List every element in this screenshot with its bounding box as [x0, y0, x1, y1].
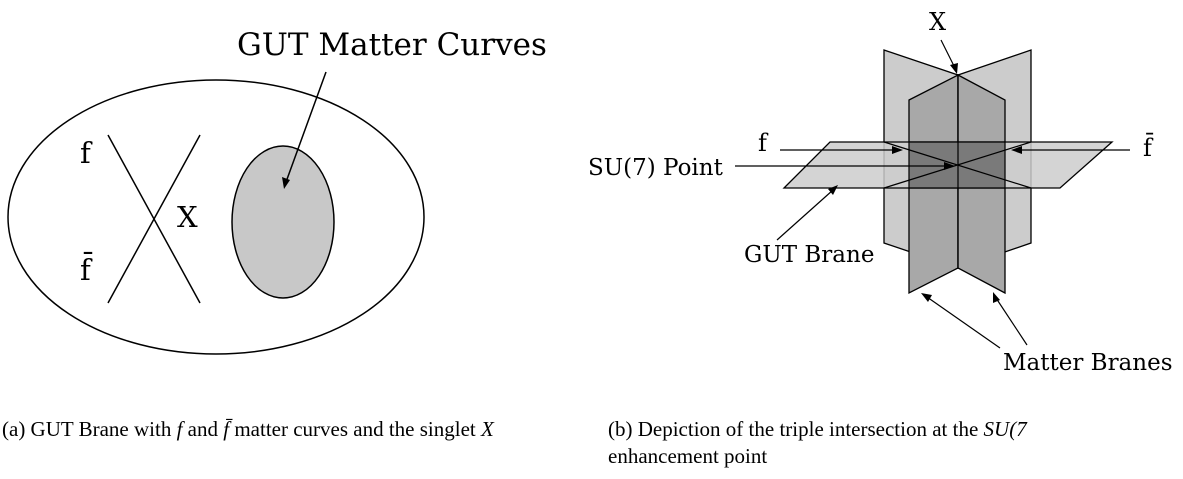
caption-a-and: and — [182, 417, 224, 441]
title-pointer-line — [285, 71, 327, 183]
matter-arrowhead-1 — [921, 293, 932, 302]
f-arrowhead — [892, 146, 903, 154]
caption-a-suffix: matter curves and the singlet — [229, 417, 481, 441]
matter-pointer-2 — [995, 297, 1028, 346]
figure-b-diagram: X f f̄ SU(7) Point GUT Brane Matter Bran… — [588, 8, 1173, 376]
matter-curve-line-2 — [107, 134, 201, 304]
x-arrow-line — [940, 39, 956, 69]
label-su7-point: SU(7) Point — [588, 155, 724, 181]
label-fbar: f̄ — [80, 251, 93, 287]
matter-curves-blob — [231, 145, 335, 299]
x-arrowhead — [950, 63, 958, 74]
label-x-b: X — [929, 8, 946, 36]
caption-b-math-su7: SU(7 — [983, 417, 1027, 441]
caption-b: (b) Depiction of the triple intersection… — [608, 416, 1183, 470]
gut-brane-pointer — [776, 189, 834, 241]
matter-pointer-1 — [926, 296, 1001, 349]
title-pointer-arrowhead — [282, 177, 290, 189]
caption-a-math-x: X — [481, 417, 494, 441]
caption-b-line2: enhancement point — [608, 444, 768, 468]
label-f: f — [80, 136, 93, 170]
gut-matter-curves-title: GUT Matter Curves — [237, 27, 547, 63]
caption-a-prefix: (a) GUT Brane with — [2, 417, 177, 441]
figure-a-diagram: GUT Matter Curves f f̄ X — [7, 27, 547, 355]
label-matter-branes: Matter Branes — [1003, 350, 1173, 376]
gut-brane-arrowhead — [828, 185, 838, 195]
matter-arrowhead-2 — [993, 292, 1000, 303]
caption-b-line1: (b) Depiction of the triple intersection… — [608, 417, 984, 441]
su7-arrowhead — [944, 162, 955, 170]
label-x: X — [177, 200, 198, 234]
fbar-arrowhead — [1011, 146, 1022, 154]
caption-a-math-fbar: f̄ — [223, 417, 230, 441]
label-f-b: f — [758, 129, 769, 157]
caption-a-math-f: f — [176, 417, 183, 441]
label-gut-brane: GUT Brane — [744, 242, 874, 268]
caption-a: (a) GUT Brane with f and f̄ matter curve… — [2, 416, 562, 443]
label-fbar-b: f̄ — [1143, 133, 1154, 162]
gut-brane-outline — [7, 79, 425, 355]
